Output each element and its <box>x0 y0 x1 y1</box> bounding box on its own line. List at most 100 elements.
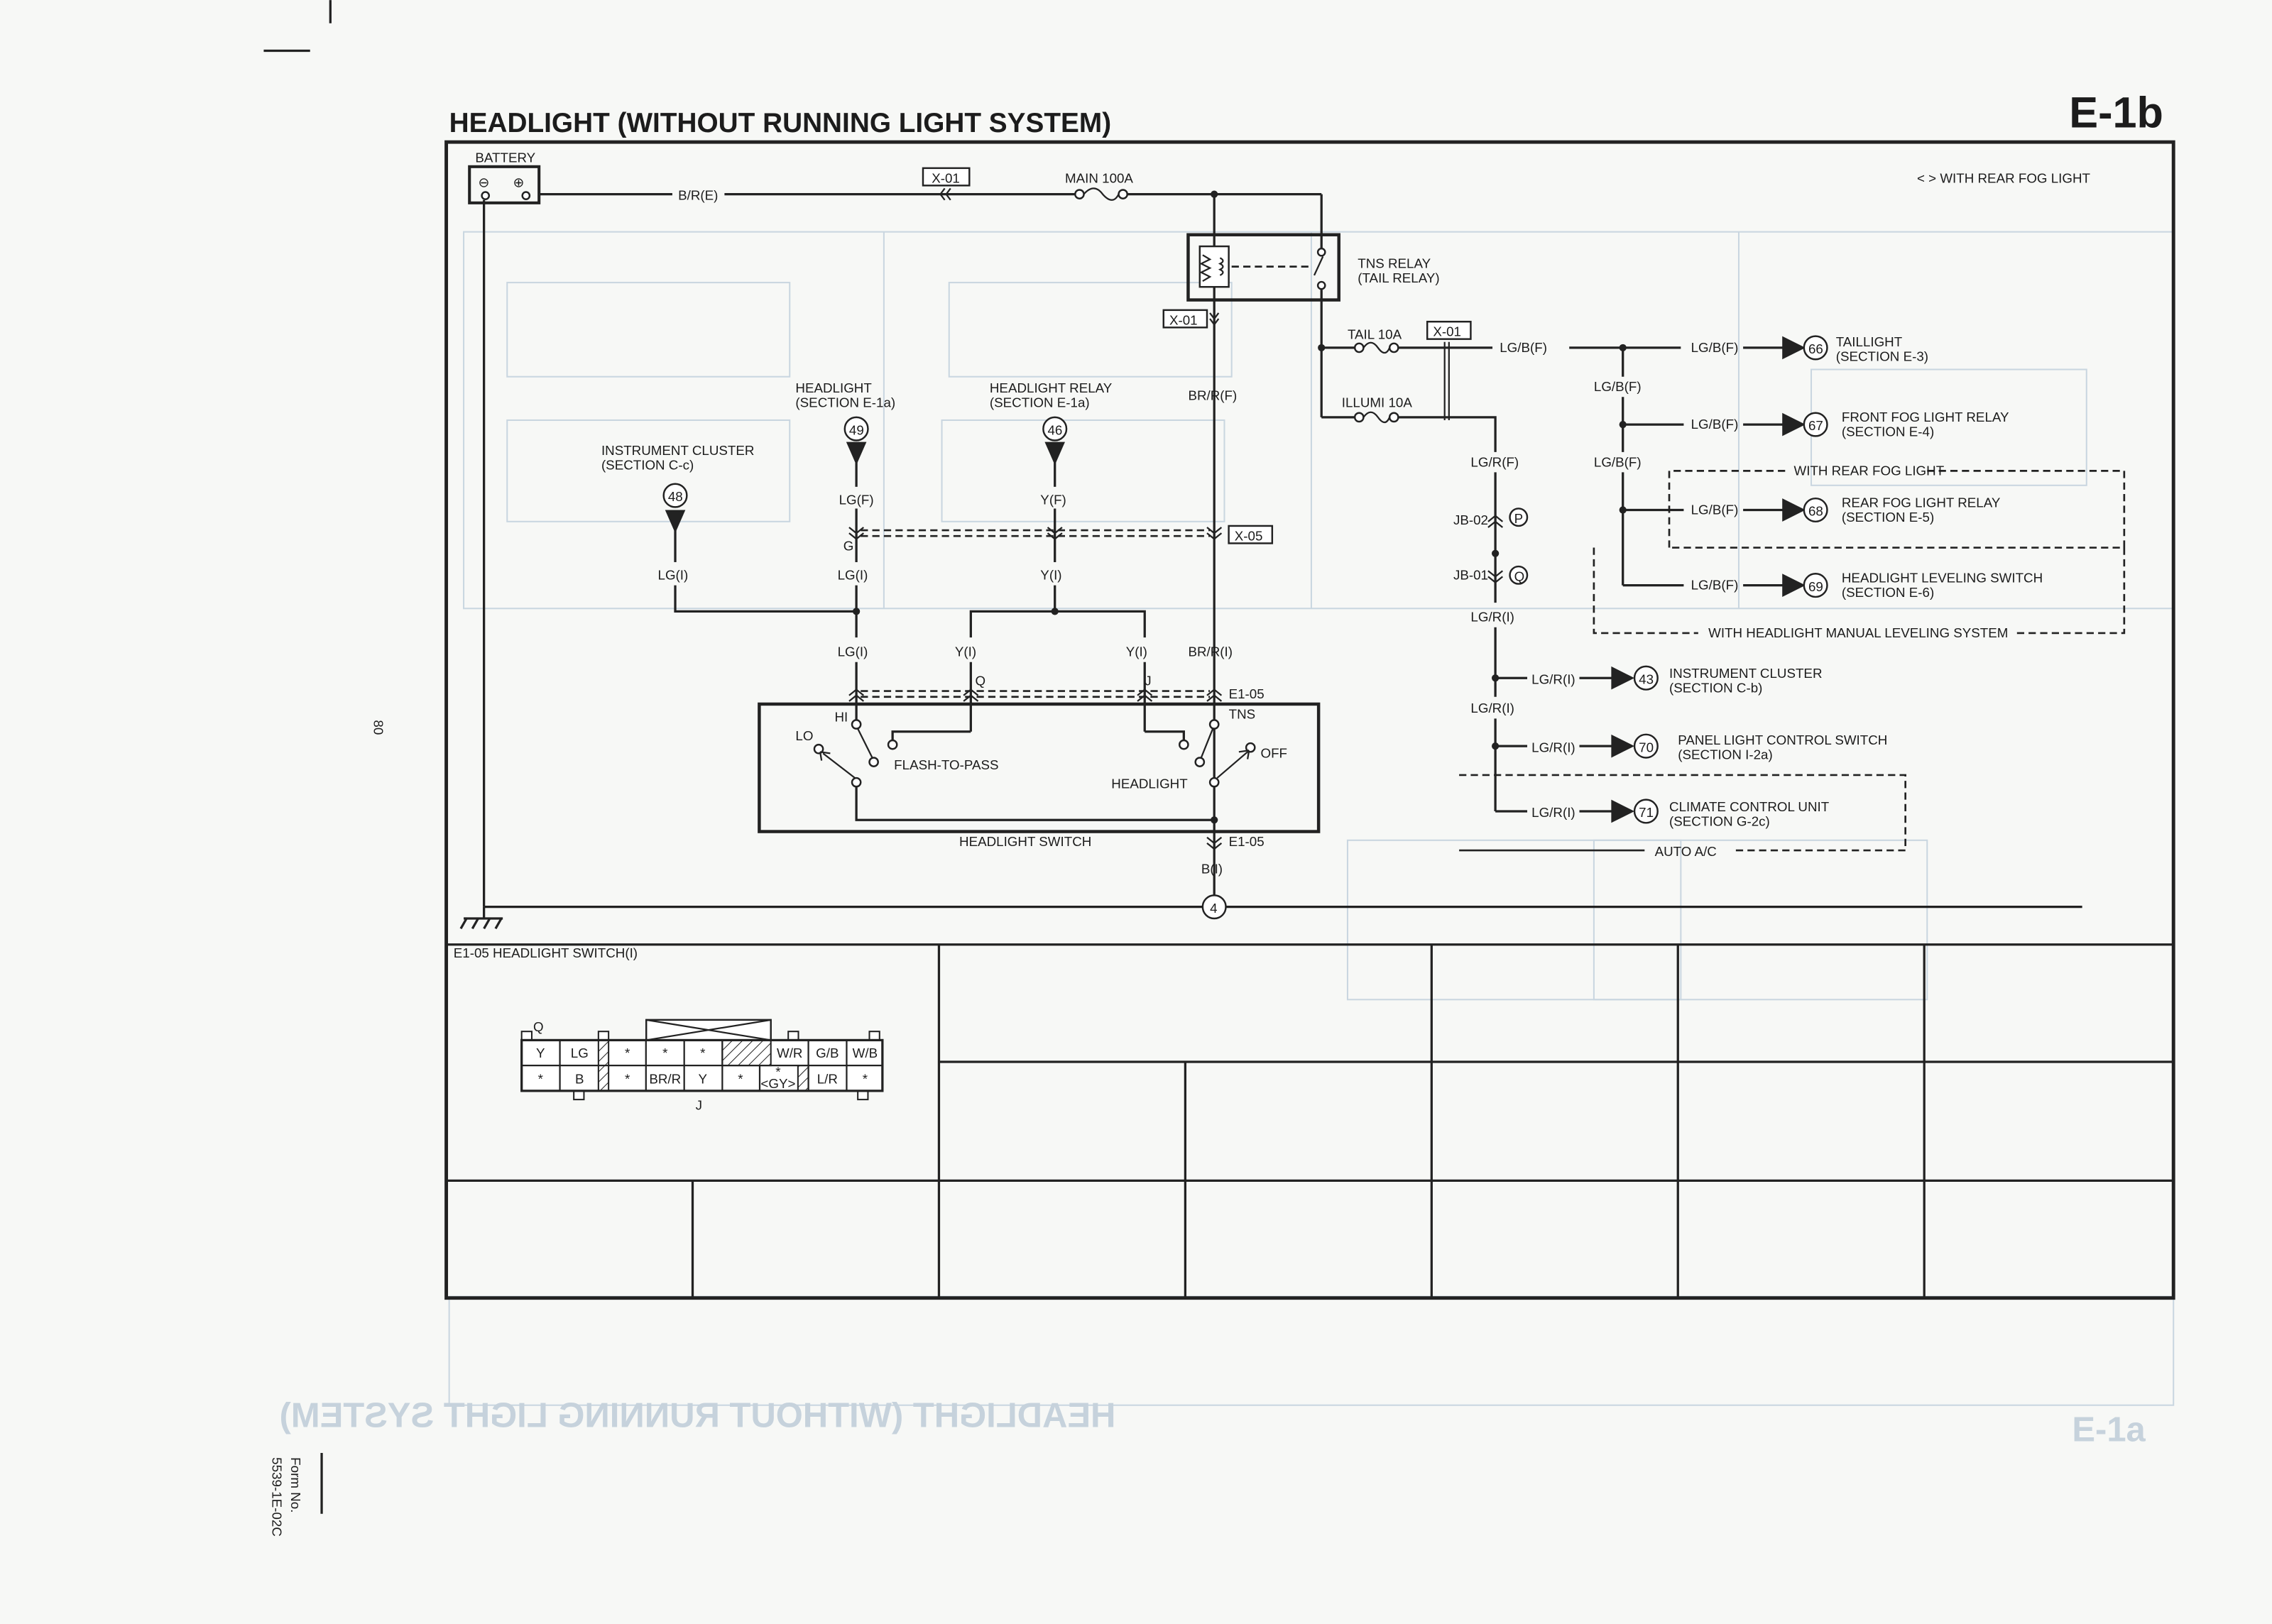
diagram-label: (SECTION C-b) <box>1669 681 1762 696</box>
wire-label: B/R(E) <box>678 188 718 203</box>
pin-cell: Y <box>536 1046 545 1060</box>
diagram-label: E1-05 <box>1229 834 1265 849</box>
diagram-label: Y(I) <box>1040 567 1061 582</box>
diagram-label: Y(I) <box>1126 644 1147 659</box>
relay-alt-name: (TAIL RELAY) <box>1358 270 1439 285</box>
diagram-label: BR/R(I) <box>1188 644 1233 659</box>
tns-relay: TNS RELAY (TAIL RELAY) X-01 BR/R(F) <box>1162 194 1440 907</box>
diagram-label: TNS <box>1229 706 1256 721</box>
diagram-label: 68 <box>1808 504 1823 519</box>
diagram-label: X-05 <box>1235 528 1263 543</box>
diagram-label: LO <box>795 728 813 743</box>
diagram-label: (SECTION I-2a) <box>1678 747 1772 762</box>
diagram-label: HEADLIGHT RELAY <box>990 380 1113 395</box>
diagram-label: LG(I) <box>838 567 868 582</box>
diagram-label: 66 <box>1808 341 1823 356</box>
diagram-label: 43 <box>1639 671 1654 686</box>
diagram-label: LG/B(F) <box>1594 379 1642 394</box>
diagram-label: OFF <box>1261 745 1288 760</box>
option-box-leveling: WITH HEADLIGHT MANUAL LEVELING SYSTEM <box>1593 547 2126 640</box>
diagram-label: LG/R(F) <box>1470 454 1519 469</box>
diagram-label: AUTO A/C <box>1655 844 1717 859</box>
diagram-label: (SECTION E-4) <box>1842 424 1934 439</box>
ref-headlight-relay-46: HEADLIGHT RELAY (SECTION E-1a) 46 Y(F) Y… <box>969 380 1146 638</box>
diagram-label: LG/B(F) <box>1691 340 1739 355</box>
diagram-label: INSTRUMENT CLUSTER <box>1669 666 1822 681</box>
mirror-title: HEADLIGHT (WITHOUT RUNNING LIGHT SYSTEM) <box>280 1396 1116 1434</box>
diagram-label: (SECTION E-1a) <box>795 395 895 410</box>
pin-cell: * <box>625 1072 630 1087</box>
page-code: E-1b <box>2069 89 2163 137</box>
pin-cell: W/B <box>853 1046 878 1060</box>
diagram-label: HI <box>835 709 848 724</box>
pin-cell: B <box>575 1072 584 1087</box>
option-box-auto-ac: AUTO A/C <box>1459 774 1907 859</box>
pin-cell: * <box>738 1072 743 1087</box>
ground-bus <box>459 199 2082 930</box>
diagram-label: (SECTION E-3) <box>1836 349 1928 363</box>
diagram-label: Y(F) <box>1040 492 1066 507</box>
diagram-label: 67 <box>1808 418 1823 433</box>
ref-front-fog-relay-67: 67 FRONT FOG LIGHT RELAY(SECTION E-4) <box>1782 410 2009 439</box>
form-no: 5539-1E-02C <box>270 1457 285 1537</box>
ref-climate-control-71: 71 CLIMATE CONTROL UNIT(SECTION G-2c) <box>1611 799 1830 828</box>
diagram-label: (SECTION E-5) <box>1842 510 1934 525</box>
battery: BATTERY ⊖ ⊕ <box>468 150 541 204</box>
diagram-label: Q <box>1514 569 1525 583</box>
diagram-label: LG/R(I) <box>1470 610 1514 625</box>
diagram-label: Q <box>975 673 985 688</box>
diagram-label: ILLUMI 10A <box>1342 395 1413 410</box>
rear-fog-legend: < > WITH REAR FOG LIGHT <box>1917 170 2091 185</box>
battery-negative-icon: ⊖ <box>478 175 489 190</box>
diagram-label: LG/R(I) <box>1531 740 1575 755</box>
diagram-label: Y(I) <box>955 644 976 659</box>
pin-cell: BR/R <box>649 1072 681 1087</box>
headlight-switch: LG(I) Y(I) Y(I) BR/R(I) Q J E1-05 HI LO … <box>758 644 1321 920</box>
tail-illumi-feeds: TAIL 10A X-01 LG/B(F) LG/B(F) LG/B(F) LG… <box>1318 320 1786 820</box>
diagram-label: REAR FOG LIGHT RELAY <box>1842 495 2001 510</box>
ref-instrument-cluster-48: INSTRUMENT CLUSTER (SECTION C-c) 48 LG(I… <box>601 443 857 613</box>
connector-label: X-01 <box>932 170 960 185</box>
pin-cell: Y <box>699 1072 708 1087</box>
ref-instrument-cluster-43: 43 INSTRUMENT CLUSTER(SECTION C-b) <box>1611 665 1823 696</box>
diagram-label: Q <box>533 1019 544 1034</box>
mirror-code: E-1a <box>2072 1411 2146 1449</box>
fuse-icon <box>1083 187 1120 201</box>
bleed-through-ghost: HEADLIGHT (WITHOUT RUNNING LIGHT SYSTEM)… <box>280 231 2175 1449</box>
connector-label: X-01 <box>1169 312 1198 327</box>
ref-headlight-49: HEADLIGHT (SECTION E-1a) 49 LG(F) G LG(I… <box>795 380 895 638</box>
arrow-icon <box>665 510 686 534</box>
page-title: HEADLIGHT (WITHOUT RUNNING LIGHT SYSTEM) <box>449 108 1111 138</box>
diagram-label: TAIL 10A <box>1348 327 1402 342</box>
diagram-label: LG(I) <box>838 644 868 659</box>
pin-cell: W/R <box>777 1046 802 1060</box>
diagram-label: 48 <box>668 489 683 504</box>
diagram-label: LG/R(I) <box>1531 671 1575 686</box>
connector-x05: X-05 <box>848 525 1274 544</box>
diagram-label: LG(I) <box>658 567 689 582</box>
diagram-label: WITH HEADLIGHT MANUAL LEVELING SYSTEM <box>1708 625 2008 640</box>
diagram-label: LG(F) <box>839 492 874 507</box>
diagram-label: 49 <box>849 422 864 437</box>
battery-positive-icon: ⊕ <box>513 175 524 190</box>
page-number: 80 <box>371 720 386 735</box>
pin-cell: * <box>625 1046 630 1060</box>
diagram-label: FRONT FOG LIGHT RELAY <box>1842 410 2009 424</box>
diagram-label: (SECTION C-c) <box>601 457 694 472</box>
pin-cell: <GY> <box>760 1076 795 1091</box>
diagram-label: LG/B(F) <box>1691 503 1739 517</box>
diagram-frame <box>444 140 2175 1300</box>
diagram-label: JB-02 <box>1453 512 1488 527</box>
connector-e1-05-view: E1-05 HEADLIGHT SWITCH(I) Q J Y LG * * *… <box>454 945 884 1112</box>
pin-cell: * <box>775 1064 781 1079</box>
wire-label: BR/R(F) <box>1188 388 1237 402</box>
switch-name: HEADLIGHT SWITCH <box>959 834 1091 849</box>
diagram-label: LG/B(F) <box>1500 340 1547 355</box>
diagram-label: (SECTION E-1a) <box>990 395 1090 410</box>
diagram-label: G <box>843 539 854 554</box>
pin-cell: * <box>700 1046 706 1060</box>
diagram-label: HEADLIGHT <box>1111 776 1188 791</box>
relay-name: TNS RELAY <box>1358 256 1431 271</box>
ref-taillight-66: 66 TAILLIGHT(SECTION E-3) <box>1782 334 1928 363</box>
diagram-label: 69 <box>1808 579 1823 594</box>
